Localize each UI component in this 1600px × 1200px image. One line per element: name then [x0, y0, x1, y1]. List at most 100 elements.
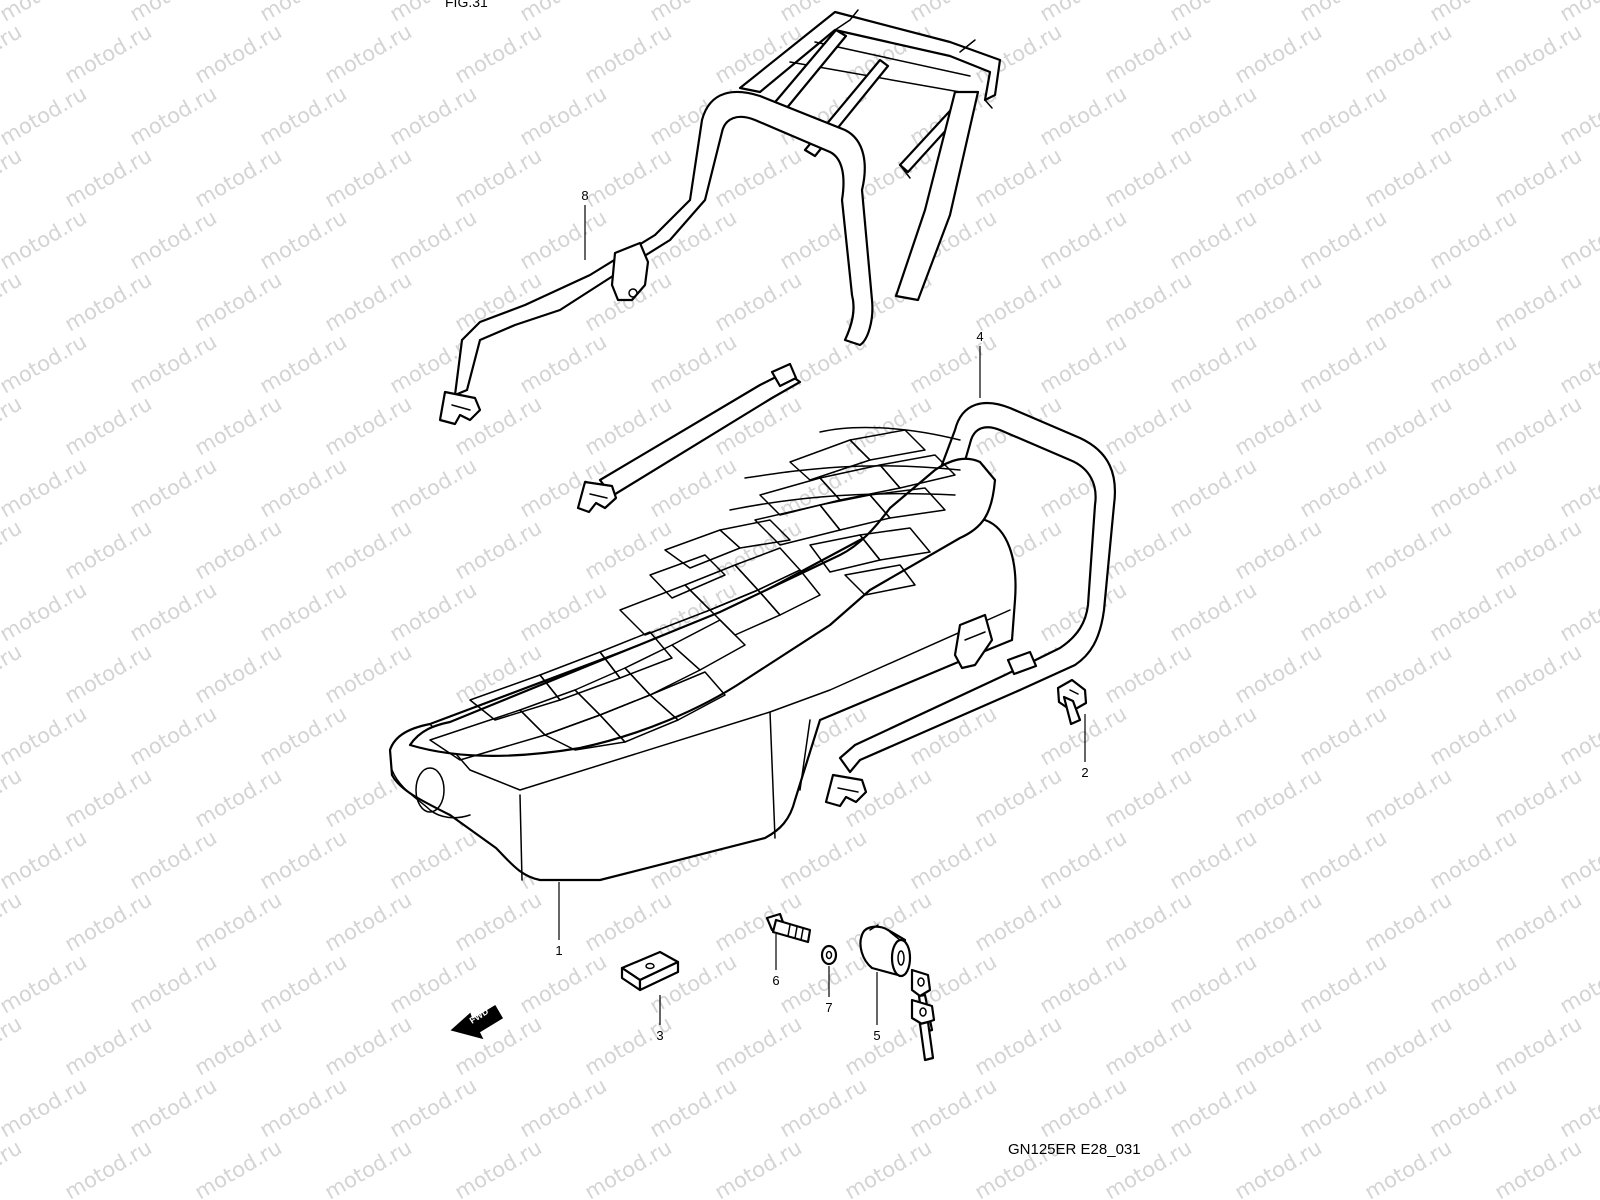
watermark-text: motod.ru — [1426, 205, 1521, 274]
watermark-text: motod.ru — [191, 267, 286, 336]
watermark-text: motod.ru — [906, 1073, 1001, 1142]
watermark-text: motod.ru — [451, 19, 546, 88]
watermark-text: motod.ru — [0, 453, 91, 522]
washer-part[interactable] — [820, 944, 838, 966]
watermark-text: motod.ru — [711, 1135, 806, 1200]
watermark-text: motod.ru — [1361, 515, 1456, 584]
carrier-rack-part[interactable] — [438, 9, 1002, 514]
watermark-text: motod.ru — [1101, 267, 1196, 336]
watermark-text: motod.ru — [126, 453, 221, 522]
watermark-text: motod.ru — [1426, 949, 1521, 1018]
watermark-text: motod.ru — [1166, 1073, 1261, 1142]
watermark-text: motod.ru — [971, 887, 1066, 956]
watermark-text: motod.ru — [1491, 515, 1586, 584]
watermark-text: motod.ru — [321, 1135, 416, 1200]
watermark-text: motod.ru — [1491, 1011, 1586, 1080]
watermark-text: motod.ru — [776, 825, 871, 894]
watermark-text: motod.ru — [1231, 1135, 1326, 1200]
grab-rail-part[interactable] — [824, 401, 1116, 808]
watermark-text: motod.ru — [0, 577, 91, 646]
figure-label-clipped: FIG.31 — [445, 0, 488, 10]
watermark-text: motod.ru — [1296, 1073, 1391, 1142]
watermark-text: motod.ru — [256, 81, 351, 150]
watermark-text: motod.ru — [61, 1135, 156, 1200]
seat-lock-set-part[interactable] — [859, 924, 936, 1062]
watermark-text: motod.ru — [1231, 515, 1326, 584]
watermark-text: motod.ru — [0, 639, 26, 708]
watermark-text: motod.ru — [516, 81, 611, 150]
watermark-text: motod.ru — [61, 143, 156, 212]
watermark-text: motod.ru — [126, 825, 221, 894]
watermark-text: motod.ru — [386, 453, 481, 522]
watermark-text: motod.ru — [0, 763, 26, 832]
watermark-text: motod.ru — [451, 887, 546, 956]
watermark-text: motod.ru — [321, 887, 416, 956]
bolt-part[interactable] — [1056, 678, 1088, 726]
watermark-text: motod.ru — [0, 1011, 26, 1080]
watermark-text: motod.ru — [1231, 639, 1326, 708]
watermark-text: motod.ru — [386, 577, 481, 646]
watermark-text: motod.ru — [126, 81, 221, 150]
watermark-text: motod.ru — [126, 1073, 221, 1142]
watermark-text: motod.ru — [906, 329, 1001, 398]
watermark-text: motod.ru — [0, 329, 91, 398]
watermark-text: motod.ru — [256, 1073, 351, 1142]
watermark-text: motod.ru — [1491, 267, 1586, 336]
watermark-text: motod.ru — [1556, 577, 1600, 646]
watermark-text: motod.ru — [0, 1073, 91, 1142]
watermark-text: motod.ru — [1491, 391, 1586, 460]
watermark-text: motod.ru — [1296, 329, 1391, 398]
watermark-text: motod.ru — [1101, 639, 1196, 708]
watermark-text: motod.ru — [1101, 887, 1196, 956]
watermark-text: motod.ru — [1361, 19, 1456, 88]
cushion-part[interactable] — [620, 950, 680, 992]
watermark-text: motod.ru — [1101, 143, 1196, 212]
watermark-text: motod.ru — [581, 1011, 676, 1080]
watermark-text: motod.ru — [1101, 391, 1196, 460]
watermark-text: motod.ru — [1036, 205, 1131, 274]
watermark-text: motod.ru — [0, 81, 91, 150]
watermark-text: motod.ru — [256, 825, 351, 894]
watermark-text: motod.ru — [321, 515, 416, 584]
watermark-text: motod.ru — [191, 639, 286, 708]
watermark-text: motod.ru — [1556, 329, 1600, 398]
watermark-text: motod.ru — [1556, 825, 1600, 894]
watermark-text: motod.ru — [711, 143, 806, 212]
lock-bolt-part[interactable] — [765, 912, 812, 944]
watermark-text: motod.ru — [516, 577, 611, 646]
watermark-text: motod.ru — [1556, 0, 1600, 26]
watermark-text: motod.ru — [61, 639, 156, 708]
watermark-text: motod.ru — [1166, 825, 1261, 894]
watermark-text: motod.ru — [386, 205, 481, 274]
watermark-text: motod.ru — [1491, 143, 1586, 212]
watermark-text: motod.ru — [1361, 143, 1456, 212]
watermark-text: motod.ru — [516, 329, 611, 398]
watermark-text: motod.ru — [61, 515, 156, 584]
watermark-text: motod.ru — [581, 19, 676, 88]
watermark-text: motod.ru — [61, 267, 156, 336]
watermark-text: motod.ru — [1491, 1135, 1586, 1200]
watermark-text: motod.ru — [321, 1011, 416, 1080]
watermark-text: motod.ru — [126, 329, 221, 398]
watermark-text: motod.ru — [191, 515, 286, 584]
watermark-text: motod.ru — [191, 19, 286, 88]
watermark-text: motod.ru — [321, 639, 416, 708]
watermark-text: motod.ru — [1296, 81, 1391, 150]
watermark-text: motod.ru — [1231, 887, 1326, 956]
watermark-text: motod.ru — [451, 1135, 546, 1200]
watermark-text: motod.ru — [0, 825, 91, 894]
leader-lines — [558, 205, 1086, 1025]
watermark-text: motod.ru — [1036, 701, 1131, 770]
watermark-text: motod.ru — [1166, 577, 1261, 646]
watermark-text: motod.ru — [1231, 763, 1326, 832]
watermark-text: motod.ru — [1101, 19, 1196, 88]
watermark-text: motod.ru — [126, 701, 221, 770]
watermark-text: motod.ru — [1231, 267, 1326, 336]
watermark-text: motod.ru — [1361, 267, 1456, 336]
watermark-text: motod.ru — [256, 949, 351, 1018]
watermark-text: motod.ru — [1101, 763, 1196, 832]
seat-part[interactable] — [388, 426, 1017, 882]
watermark-text: motod.ru — [1036, 949, 1131, 1018]
watermark-text: motod.ru — [0, 267, 26, 336]
watermark-text: motod.ru — [256, 577, 351, 646]
